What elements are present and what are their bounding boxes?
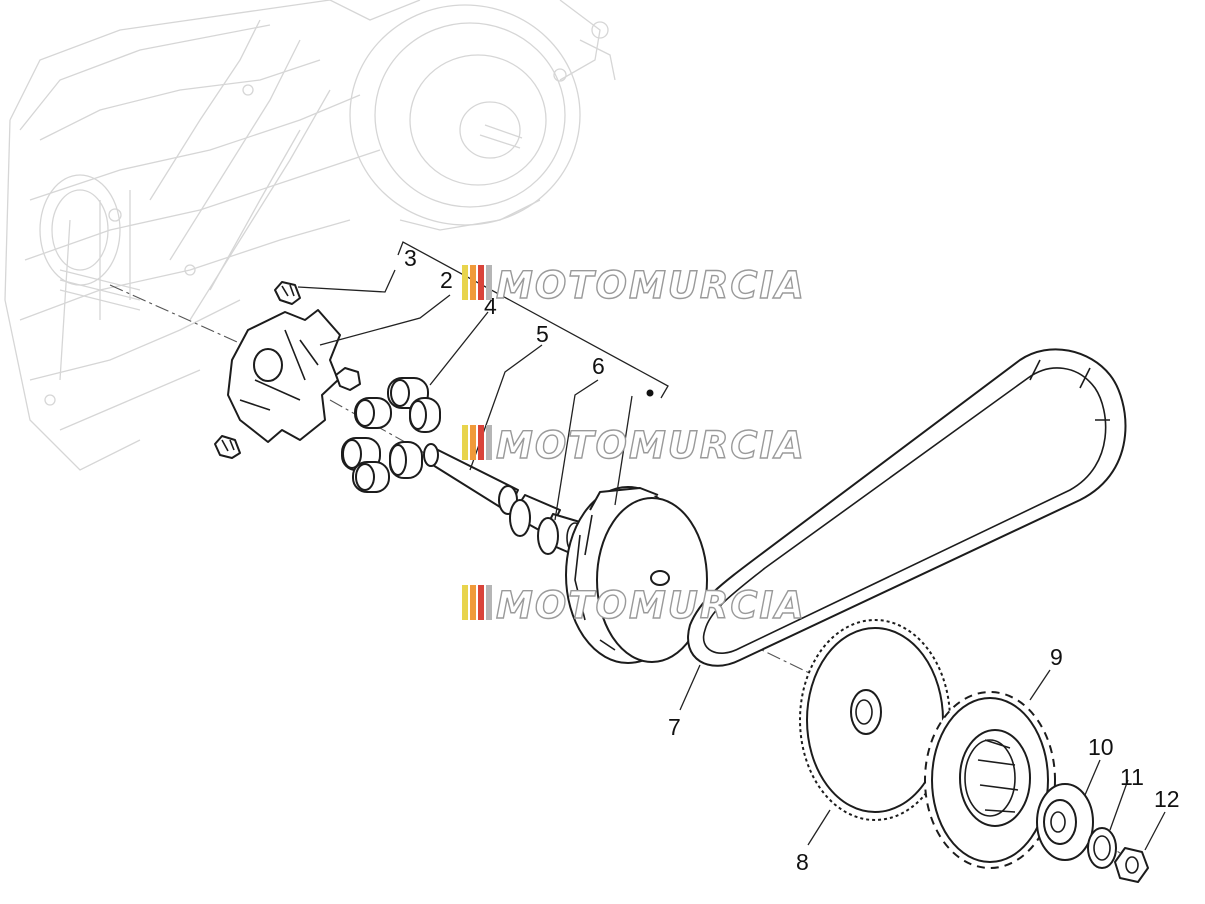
hex-nut xyxy=(1114,847,1149,883)
clip-upper xyxy=(274,281,301,305)
watermark-3: MOTOMURCIA xyxy=(462,583,806,628)
callout-5: 5 xyxy=(536,321,549,347)
callout-12: 12 xyxy=(1154,786,1180,812)
callout-10: 10 xyxy=(1088,734,1114,760)
roller-6 xyxy=(352,461,390,493)
watermark-2: MOTOMURCIA xyxy=(462,423,806,468)
watermark-1: MOTOMURCIA xyxy=(462,263,806,308)
clip-lower xyxy=(214,435,241,459)
flange-nut-plate xyxy=(1036,783,1094,861)
roller-5 xyxy=(389,441,423,479)
callout-8: 8 xyxy=(796,849,809,875)
washer xyxy=(1087,827,1117,869)
variator-pulley xyxy=(565,486,708,664)
roller-set xyxy=(341,377,441,493)
watermark-text-1: MOTOMURCIA xyxy=(496,264,806,307)
fan-pulley xyxy=(924,691,1056,869)
drive-belt xyxy=(687,348,1127,667)
callout-3: 3 xyxy=(404,245,417,271)
callout-11: 11 xyxy=(1120,764,1144,790)
callout-9: 9 xyxy=(1050,644,1063,670)
roller-2 xyxy=(409,397,441,433)
roller-3 xyxy=(354,397,392,429)
callout-7: 7 xyxy=(668,714,681,740)
watermark-text-2: MOTOMURCIA xyxy=(496,424,806,467)
engine-case-background xyxy=(4,0,616,471)
callout-numbers: 2 3 4 5 6 7 8 9 10 11 12 xyxy=(404,245,1180,875)
watermark-text-3: MOTOMURCIA xyxy=(496,584,806,627)
callout-2: 2 xyxy=(440,267,453,293)
gear-wheel xyxy=(799,619,951,821)
ramp-plate xyxy=(227,309,361,443)
callout-6: 6 xyxy=(592,353,605,379)
part-group-bracket xyxy=(397,241,669,399)
bearing-pair xyxy=(509,494,584,555)
